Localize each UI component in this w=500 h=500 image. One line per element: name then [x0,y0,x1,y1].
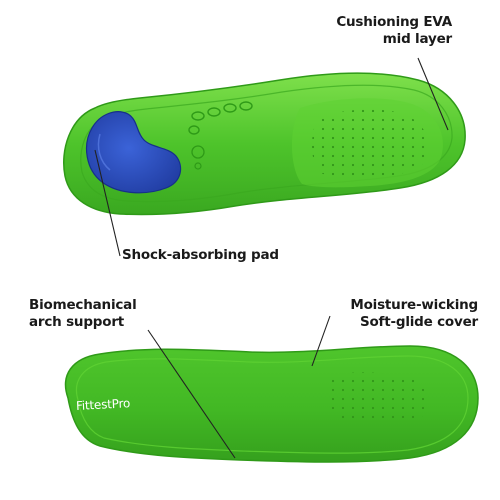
cushioning-eva-callout: Cushioning EVA mid layer [336,14,452,48]
shock-pad-leader-line [94,149,121,257]
arch-callout-line1: Biomechanical [29,297,137,313]
cushioning-callout-line2: mid layer [382,31,452,47]
cover-perforation-dots [324,372,430,425]
arch-support-leader-line [147,329,236,459]
bottom-insole-rim [75,355,469,454]
brand-logo: FittestPro [75,396,131,413]
shock-absorbing-callout: Shock-absorbing pad [122,247,279,264]
shock-absorbing-heel-pad [85,111,182,194]
midfoot-grip-ridges [188,101,253,135]
moisture-callout-line1: Moisture-wicking [350,297,478,313]
arch-support-callout: Biomechanical arch support [29,297,137,331]
moisture-wicking-callout: Moisture-wicking Soft-glide cover [350,297,478,331]
cushioning-callout-line1: Cushioning EVA [336,14,452,30]
moisture-callout-line2: Soft-glide cover [359,314,478,330]
shock-callout-text: Shock-absorbing pad [122,247,279,263]
moisture-wicking-leader-line [311,315,331,367]
midfoot-logo-mark [191,145,205,159]
top-insole-underside [63,72,466,216]
cushioning-leader-line [417,57,449,131]
bottom-insole-top-surface [64,345,479,463]
forefoot-perforation-dots [312,109,429,178]
arch-callout-line2: arch support [29,314,125,330]
